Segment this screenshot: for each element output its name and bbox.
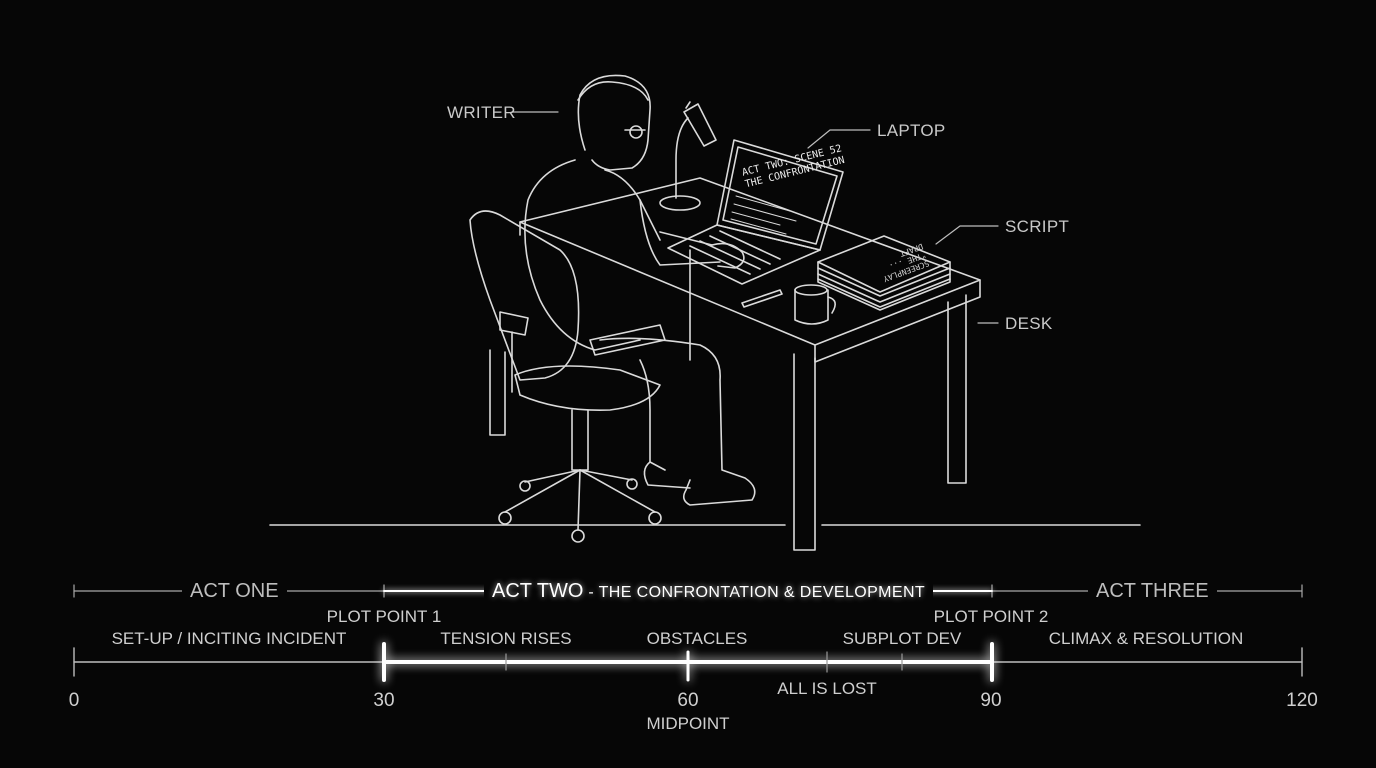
tick-label-60: 60 (677, 690, 699, 711)
subplot-dev-label: SUBPLOT DEV (842, 629, 962, 648)
tick-label-30: 30 (373, 690, 395, 711)
chair-drawing (469, 210, 666, 543)
label-leaders (511, 111, 999, 324)
tension-rises-label: TENSION RISES (440, 629, 572, 648)
midpoint-label: MIDPOINT (646, 714, 730, 733)
writer-drawing (524, 74, 756, 506)
laptop-label: LAPTOP (877, 121, 946, 140)
climax-resolution-label: CLIMAX & RESOLUTION (1048, 629, 1244, 648)
tick-label-90: 90 (980, 690, 1002, 711)
all-is-lost-label: ALL IS LOST (777, 679, 877, 698)
timeline-axis (73, 647, 1303, 677)
act-three-heading: ACT THREE (1088, 581, 1217, 601)
plot-point-1-label: PLOT POINT 1 (326, 607, 442, 626)
act-two-subtitle: - THE CONFRONTATION & DEVELOPMENT (583, 584, 926, 601)
desk-drawing (519, 177, 981, 551)
act-two-title: ACT TWO (492, 580, 584, 602)
act-two-heading: ACT TWO - THE CONFRONTATION & DEVELOPMEN… (484, 580, 934, 602)
act-one-heading: ACT ONE (182, 581, 287, 601)
script-drawing (817, 235, 951, 311)
pen-drawing (741, 289, 783, 308)
mug-drawing (794, 284, 836, 325)
desk-label: DESK (1005, 314, 1053, 333)
timeline-minor-ticks (505, 651, 903, 673)
setup-label: SET-UP / INCITING INCIDENT (111, 629, 347, 648)
lamp-drawing (659, 101, 717, 211)
script-label: SCRIPT (1005, 217, 1070, 236)
tick-label-0: 0 (68, 690, 80, 711)
plot-point-2-label: PLOT POINT 2 (933, 607, 1049, 626)
tick-label-120: 120 (1286, 690, 1318, 711)
obstacles-label: OBSTACLES (646, 629, 748, 648)
writer-label: WRITER (447, 103, 516, 122)
timeline-act-two-highlight (382, 642, 994, 682)
